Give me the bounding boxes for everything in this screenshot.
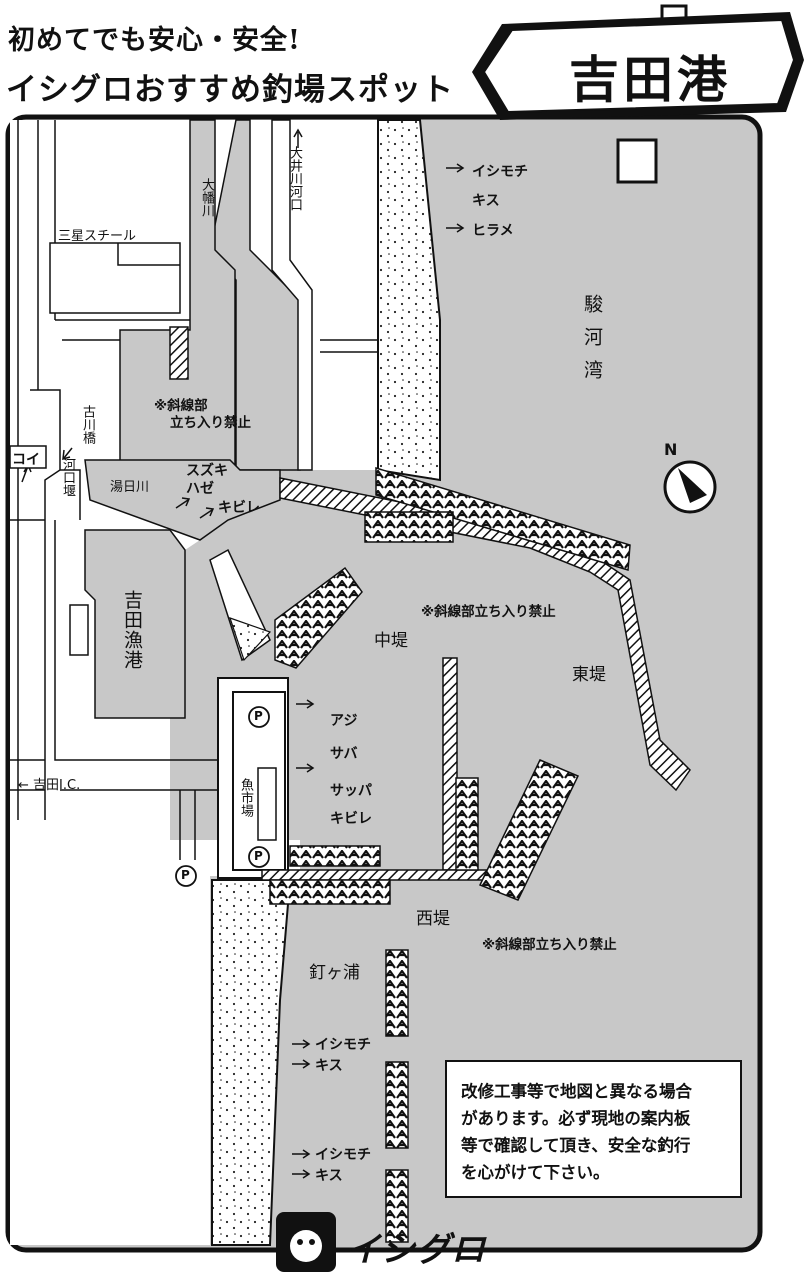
label-ohata-river: 大幡川 <box>199 178 214 217</box>
label-coi: コイ <box>12 452 40 468</box>
page-subtitle: 初めてでも安心・安全! <box>8 25 301 56</box>
ooi-beach <box>377 119 441 482</box>
label-nishi-pier: 西堤 <box>416 909 450 929</box>
page-title: イシグロおすすめ釣場スポット <box>6 72 454 108</box>
fish-label: サッパ <box>330 783 372 799</box>
label-yoshida-fishing-port: 吉田漁港 <box>121 590 143 670</box>
label-north: N <box>664 440 678 459</box>
no-entry-note: ※斜線部立ち入り禁止 <box>421 604 556 620</box>
fish-label: イシモチ <box>472 164 528 180</box>
no-entry-note: 立ち入り禁止 <box>170 415 251 431</box>
yuhi-river <box>84 459 281 541</box>
label-suruga-bay: 駿河湾 <box>581 294 603 393</box>
label-yuhi-river: 湯日川 <box>110 480 150 495</box>
label-ooi-river-mouth: 大井川河口 <box>287 146 302 211</box>
mascot-logo <box>276 1212 336 1272</box>
notice-line: を心がけて下さい。 <box>461 1163 610 1182</box>
spot-name: 吉田港 <box>569 51 731 109</box>
label-sansei-steel: 三星スチール <box>58 229 137 244</box>
fish-label: アジ <box>330 713 358 729</box>
compass-icon <box>663 460 717 514</box>
label-higashi-pier: 東堤 <box>572 665 606 685</box>
fish-label: サバ <box>330 746 358 762</box>
fish-label: キビレ <box>330 811 372 827</box>
label-yoshida-ic: ← 吉田I.C. <box>18 778 81 793</box>
fish-label: イシモチ <box>315 1037 371 1053</box>
label-naka-pier: 中堤 <box>374 631 408 651</box>
fish-label: ヒラメ <box>472 223 514 239</box>
parking-icon: P <box>254 709 263 723</box>
no-entry-note: ※斜線部立ち入り禁止 <box>482 937 617 953</box>
label-kakou-weir: 河口堰 <box>60 458 75 497</box>
fish-label: ハゼ <box>186 481 214 497</box>
label-fish-market: 魚市場 <box>238 778 253 817</box>
no-entry-note: ※斜線部 <box>154 398 208 414</box>
notice-box: 改修工事等で地図と異なる場合 があります。必ず現地の案内板 等で確認して頂き、安… <box>445 1060 742 1198</box>
notice-line: 等で確認して頂き、安全な釣行 <box>461 1136 691 1155</box>
fish-label: キス <box>315 1168 343 1184</box>
parking-icon: P <box>254 849 263 863</box>
fish-label: キス <box>472 193 500 209</box>
label-furukawa-bridge: 古川橋 <box>80 405 95 444</box>
notice-line: 改修工事等で地図と異なる場合 <box>461 1082 692 1101</box>
spot-sign <box>472 4 804 184</box>
fish-label: キビレ <box>218 500 260 516</box>
brand-logo: イシグロ <box>346 1230 486 1270</box>
label-kugigaura: 釘ヶ浦 <box>309 963 360 983</box>
parking-icon: P <box>181 868 190 882</box>
fish-label: スズキ <box>186 463 228 479</box>
fish-label: キス <box>315 1058 343 1074</box>
fish-label: イシモチ <box>315 1147 371 1163</box>
central-pier <box>442 657 458 871</box>
yoshida-port-basin <box>84 529 186 719</box>
notice-line: があります。必ず現地の案内板 <box>461 1109 691 1128</box>
